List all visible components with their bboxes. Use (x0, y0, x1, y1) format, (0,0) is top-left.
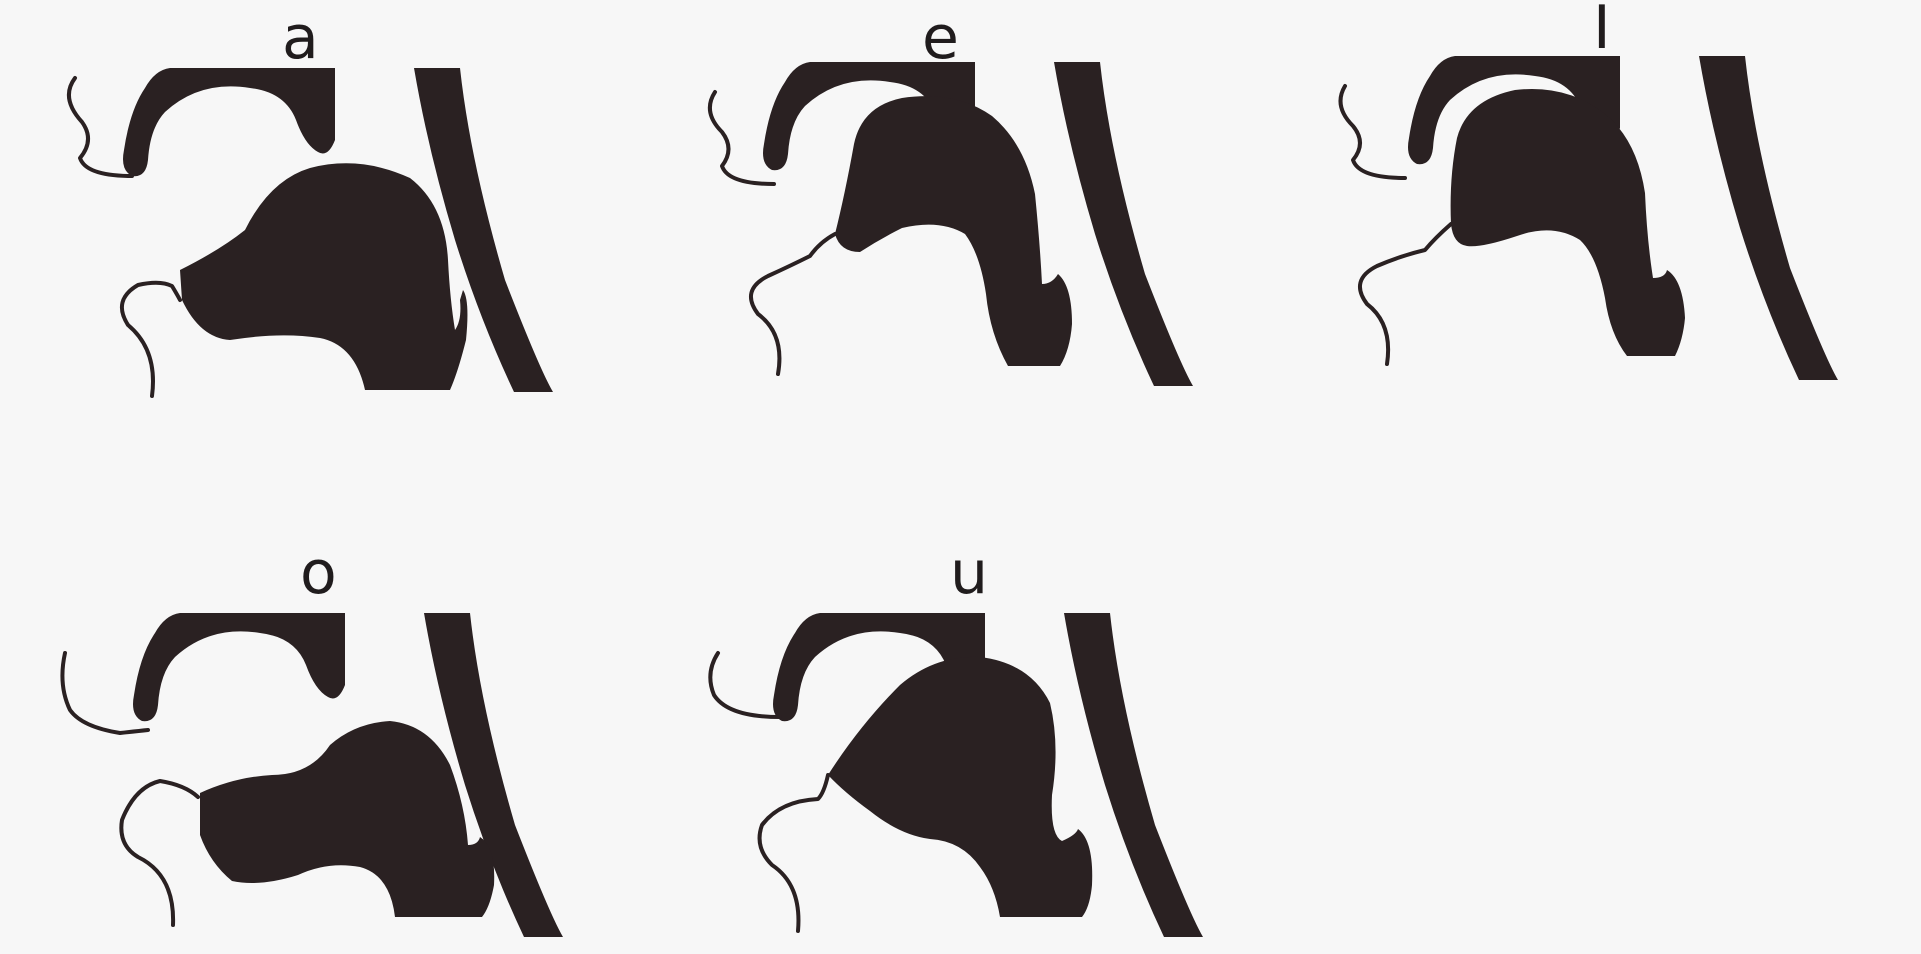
lower-lip-outline (122, 283, 180, 396)
tongue-shape (828, 657, 1092, 917)
vowel-label-a: a (282, 3, 319, 73)
palate-shape (123, 68, 335, 176)
lower-lip-outline (121, 781, 198, 925)
palate-shape (133, 613, 345, 721)
vowel-label-u: u (950, 538, 988, 608)
pharynx-wall (1054, 62, 1193, 386)
lower-lip-outline (751, 234, 835, 374)
panel-o: o (62, 538, 563, 937)
tongue-shape (835, 96, 1072, 366)
vowel-label-i: I (1593, 0, 1611, 63)
vowel-label-o: o (300, 538, 337, 608)
upper-lip-outline (69, 78, 132, 176)
upper-lip-outline (710, 92, 774, 184)
upper-lip-outline (710, 653, 780, 717)
panel-i: I (1341, 0, 1839, 380)
tongue-shape (180, 163, 467, 390)
tongue-shape (200, 721, 494, 917)
panel-u: u (710, 538, 1203, 937)
tongue-shape (1451, 89, 1685, 356)
upper-lip-outline (1341, 86, 1406, 178)
panel-a: a (69, 3, 553, 396)
lower-lip-outline (1360, 224, 1451, 364)
lower-lip-outline (760, 775, 828, 931)
pharynx-wall (1699, 56, 1838, 380)
panel-e: e (710, 3, 1193, 386)
